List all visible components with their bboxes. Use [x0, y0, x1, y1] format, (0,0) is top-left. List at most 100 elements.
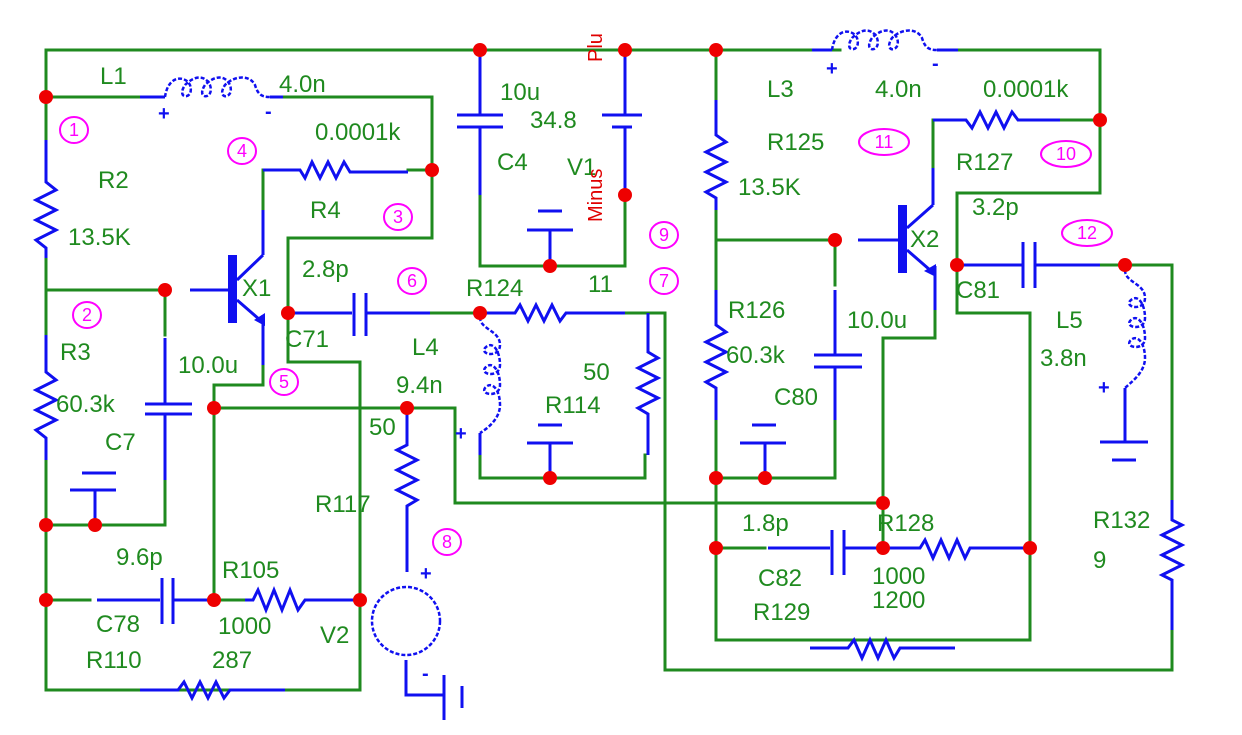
label-R128: R128	[877, 510, 934, 537]
label-R105: R105	[222, 557, 279, 584]
capacitor-C4[interactable]	[457, 50, 503, 195]
value-R110: 287	[212, 647, 252, 674]
label-C81: C81	[956, 277, 1000, 304]
label-R127: R127	[956, 149, 1013, 176]
plus-sign: +	[1098, 377, 1110, 399]
label-C71: C71	[285, 326, 329, 353]
value-C7: 10.0u	[178, 352, 238, 379]
svg-text:2: 2	[82, 305, 92, 325]
voltage-source-V2[interactable]: + -	[370, 563, 464, 720]
capacitor-C80[interactable]	[814, 290, 862, 420]
value-C71: 2.8p	[302, 256, 349, 283]
wires	[44, 48, 1174, 692]
node-marker-2: 2	[72, 301, 102, 329]
node-marker-6: 6	[397, 267, 427, 295]
value-R2: 13.5K	[68, 224, 131, 251]
resistor-R110[interactable]	[140, 678, 285, 702]
resistor-R3[interactable]	[32, 335, 60, 460]
label-V1: V1	[567, 154, 596, 181]
minus-sign: -	[265, 101, 272, 123]
resistor-R126[interactable]	[702, 290, 730, 420]
value-R132: 9	[1093, 547, 1106, 574]
inductor-L5[interactable]: +	[1098, 269, 1148, 462]
resistor-R124[interactable]	[480, 301, 625, 325]
resistor-R4[interactable]	[263, 158, 408, 182]
label-R117: R117	[315, 491, 371, 518]
svg-text:12: 12	[1077, 223, 1097, 243]
minus-sign: -	[422, 663, 429, 685]
value-R114: 50	[583, 359, 610, 386]
value-L4: 9.4n	[396, 372, 443, 399]
node-marker-12: 12	[1061, 219, 1113, 247]
plus-sign: +	[826, 58, 838, 80]
resistor-R2[interactable]	[32, 140, 60, 258]
resistor-R114[interactable]	[634, 313, 662, 455]
value-L5: 3.8n	[1040, 345, 1087, 372]
node-marker-11: 11	[858, 128, 910, 156]
label-X2: X2	[910, 226, 939, 253]
junctions	[39, 43, 1132, 607]
label-X1: X1	[242, 275, 271, 302]
inductor-L3[interactable]: + -	[812, 29, 958, 81]
svg-text:10: 10	[1056, 144, 1076, 164]
label-L4: L4	[412, 334, 439, 361]
value-R105: 1000	[218, 613, 271, 640]
svg-text:5: 5	[279, 372, 289, 392]
label-V2: V2	[320, 622, 349, 649]
ground-symbol	[740, 423, 786, 478]
node-marker-4: 4	[227, 137, 257, 165]
capacitor-C81[interactable]	[960, 242, 1100, 288]
capacitor-C7[interactable]	[145, 338, 192, 480]
ground-symbol	[527, 423, 573, 478]
minus-sign: -	[932, 53, 939, 75]
value-C4: 10u	[500, 79, 540, 106]
label-C80: C80	[774, 384, 818, 411]
label-R126: R126	[728, 297, 785, 324]
value-R3: 60.3k	[56, 391, 116, 418]
label-R4: R4	[310, 197, 341, 224]
value-L3: 4.0n	[875, 76, 922, 103]
label-V1-plus: Plu	[585, 33, 607, 62]
value-C81: 3.2p	[972, 194, 1019, 221]
label-R132: R132	[1093, 507, 1150, 534]
label-C4: C4	[497, 149, 528, 176]
label-R114: R114	[545, 392, 601, 419]
svg-text:9: 9	[659, 225, 669, 245]
label-C78: C78	[96, 611, 140, 638]
resistor-R132[interactable]	[1158, 500, 1186, 630]
node-marker-10: 10	[1040, 140, 1092, 168]
node-marker-5: 5	[269, 368, 299, 396]
transistor-X2[interactable]	[858, 168, 937, 310]
value-C80: 10.0u	[847, 307, 907, 334]
inductor-L4[interactable]: +	[455, 316, 502, 455]
value-R127: 0.0001k	[983, 76, 1069, 103]
value-R126: 60.3k	[726, 342, 786, 369]
ground-symbol	[527, 209, 573, 262]
label-V1-minus: Minus	[585, 169, 607, 222]
resistor-R105[interactable]	[245, 585, 360, 615]
capacitor-C78[interactable]	[97, 578, 214, 624]
resistor-R125[interactable]	[702, 100, 730, 210]
label-L5: L5	[1056, 307, 1083, 334]
value-C78: 9.6p	[116, 544, 163, 571]
node-marker-1: 1	[59, 116, 89, 144]
resistor-R117[interactable]	[393, 408, 421, 572]
label-C7: C7	[105, 429, 136, 456]
svg-text:4: 4	[237, 141, 247, 161]
battery-V1[interactable]	[602, 50, 642, 192]
value-R125: 13.5K	[738, 174, 801, 201]
inductor-L1[interactable]: + -	[140, 76, 283, 126]
label-C82: C82	[758, 565, 802, 592]
resistor-R127[interactable]	[933, 108, 1060, 132]
label-R2: R2	[98, 167, 129, 194]
capacitor-C71[interactable]	[292, 293, 430, 336]
label-L3: L3	[767, 76, 794, 103]
component-labels: L1 4.0n R2 13.5K 0.0001k R4 X1 2.8p C71 …	[56, 33, 1150, 674]
svg-text:11: 11	[875, 132, 894, 152]
transistor-X1[interactable]	[190, 210, 265, 365]
resistor-R128[interactable]	[883, 536, 1030, 562]
resistor-R129[interactable]	[810, 636, 955, 662]
value-R128: 1000	[872, 563, 925, 590]
label-R3: R3	[60, 339, 91, 366]
